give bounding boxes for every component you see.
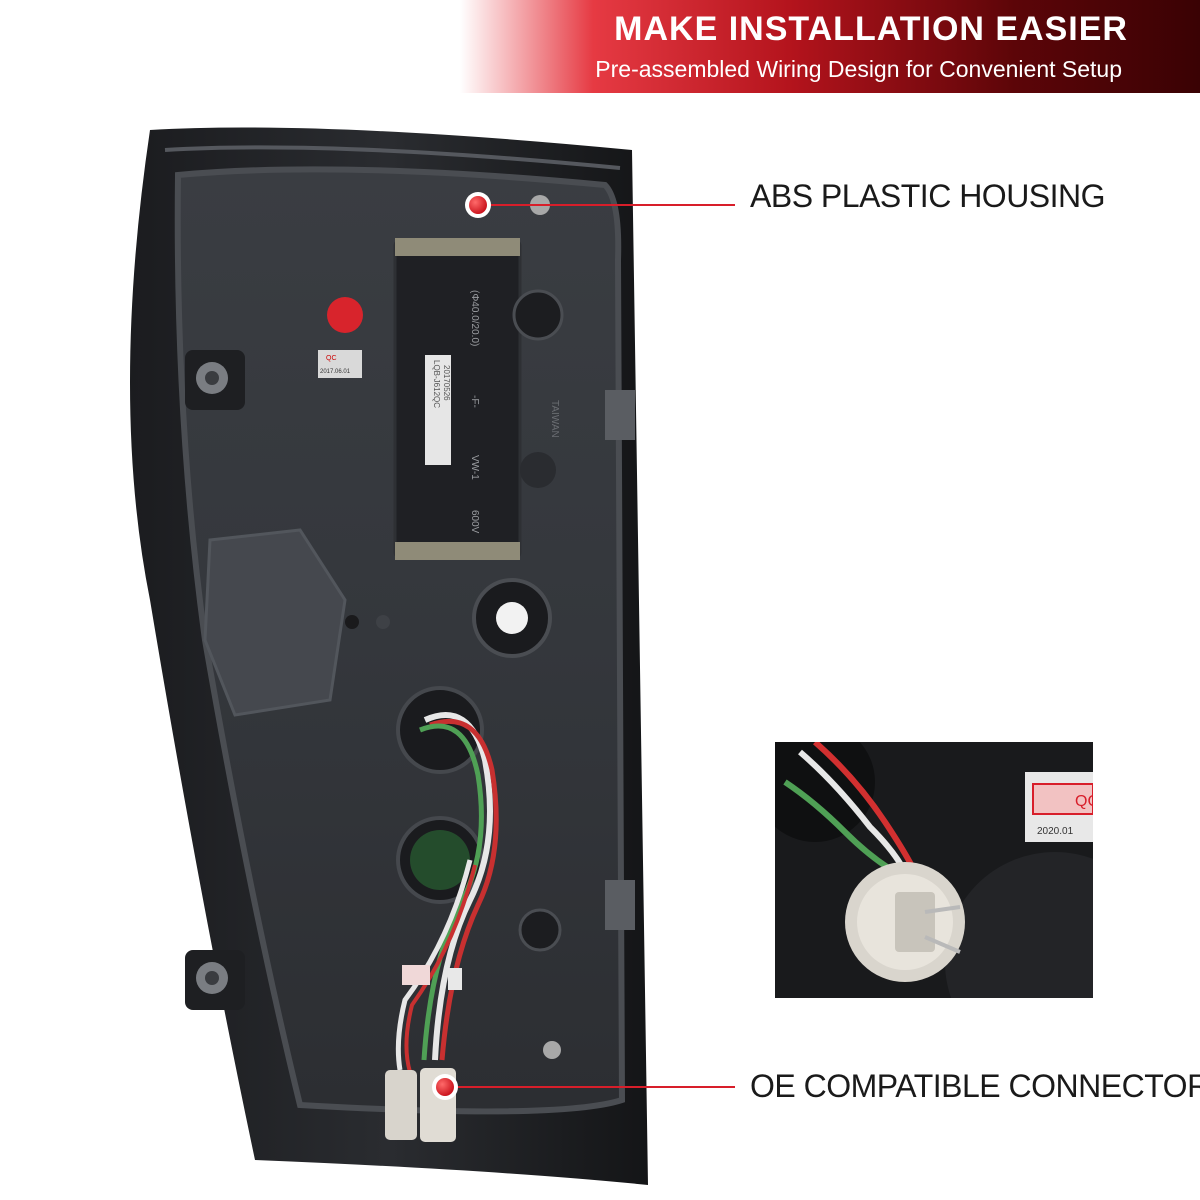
- mounting-stud-top: [185, 350, 245, 410]
- connector-closeup-inset: QC 2020.01: [775, 742, 1093, 998]
- callout-housing: ABS PLASTIC HOUSING: [750, 178, 1106, 214]
- svg-text:2017.06.01: 2017.06.01: [320, 369, 351, 375]
- svg-text:20170526: 20170526: [442, 365, 451, 401]
- svg-text:2020.01: 2020.01: [1037, 826, 1074, 837]
- banner-title: MAKE INSTALLATION EASIER: [614, 10, 1128, 48]
- svg-text:(Φ40.0/20.0): (Φ40.0/20.0): [469, 290, 480, 346]
- socket-green-upper: [396, 686, 484, 774]
- header-banner: MAKE INSTALLATION EASIER Pre-assembled W…: [460, 0, 1200, 93]
- callout-connectors: OE COMPATIBLE CONNECTORS: [750, 1068, 1200, 1104]
- svg-text:QC: QC: [1075, 793, 1093, 810]
- mounting-stud-bottom: [185, 950, 245, 1010]
- wiring-module-box: [393, 238, 522, 560]
- marker-dot-housing: [465, 192, 491, 218]
- svg-text:-F-: -F-: [469, 395, 480, 408]
- svg-text:VW-1: VW-1: [469, 455, 480, 480]
- svg-text:QC: QC: [326, 355, 337, 362]
- svg-text:LQB-J612QC: LQB-J612QC: [432, 360, 441, 408]
- svg-text:600V: 600V: [469, 510, 480, 534]
- svg-text:TAIWAN: TAIWAN: [549, 400, 560, 438]
- marker-dot-connectors: [432, 1074, 458, 1100]
- banner-subtitle: Pre-assembled Wiring Design for Convenie…: [595, 56, 1122, 82]
